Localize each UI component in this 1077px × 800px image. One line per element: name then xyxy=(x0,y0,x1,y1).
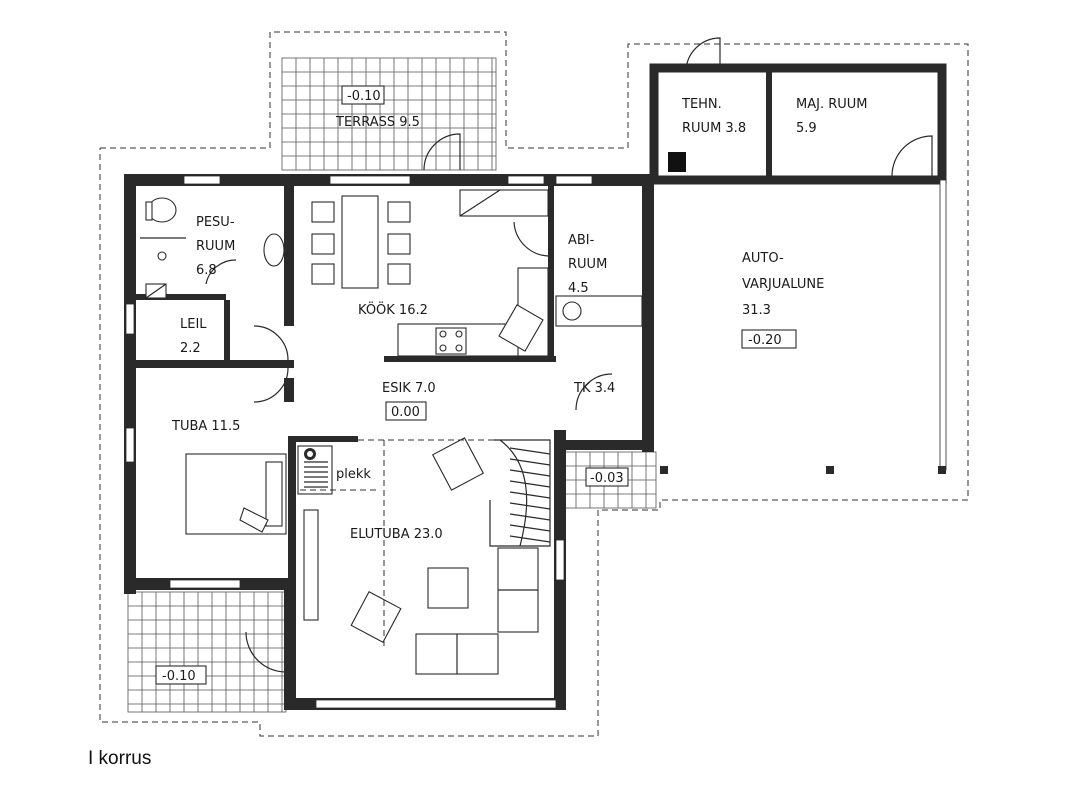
terrace-bottom-level: -0.10 xyxy=(162,669,196,684)
leil-label-2: 2.2 xyxy=(180,341,201,356)
terrace-top-level: -0.10 xyxy=(347,89,381,104)
tuba-label: TUBA 11.5 xyxy=(171,419,240,434)
floor-caption: I korrus xyxy=(88,748,152,769)
esik-level: 0.00 xyxy=(391,405,420,420)
kook-label: KÖÖK 16.2 xyxy=(358,301,428,318)
fireplace xyxy=(297,445,333,495)
tehn-label-2: RUUM 3.8 xyxy=(682,121,746,136)
interior-walls xyxy=(136,186,556,598)
utility-fixtures xyxy=(555,295,643,327)
carport-posts xyxy=(660,179,947,474)
kitchen-counter xyxy=(397,189,549,357)
pesu-label-2: RUUM xyxy=(196,239,235,254)
tehn-label-1: TEHN. xyxy=(681,97,722,112)
living-furniture xyxy=(303,437,539,675)
esik-label: ESIK 7.0 xyxy=(382,381,436,396)
abi-label-1: ABI- xyxy=(568,233,595,248)
bathroom-fixtures xyxy=(140,197,285,299)
maj-label-1: MAJ. RUUM xyxy=(796,97,868,112)
doors xyxy=(205,133,613,673)
terrace-top xyxy=(281,57,497,171)
roof-outline xyxy=(99,31,969,737)
plekk-label: plekk xyxy=(336,467,371,482)
abi-label-2: RUUM xyxy=(568,257,607,272)
auto-label-2: VARJUALUNE xyxy=(742,277,824,292)
maj-label-2: 5.9 xyxy=(796,121,817,136)
auto-level: -0.20 xyxy=(748,333,782,348)
bed xyxy=(185,453,287,535)
abi-label-3: 4.5 xyxy=(568,281,589,296)
leil-label-1: LEIL xyxy=(180,317,207,332)
exterior-walls xyxy=(124,174,654,710)
level-markers xyxy=(155,85,797,685)
pesu-label-1: PESU- xyxy=(196,215,235,230)
terrace-top-label: TERRASS 9.5 xyxy=(335,115,420,130)
guide-lines xyxy=(300,439,494,650)
staircase xyxy=(489,439,551,547)
auto-label-1: AUTO- xyxy=(742,251,784,266)
terrace-bottom xyxy=(127,591,287,713)
tk-label: TK 3.4 xyxy=(573,381,615,396)
technical-block xyxy=(649,37,947,185)
dining-table xyxy=(311,195,411,289)
auto-label-3: 31.3 xyxy=(742,303,771,318)
pesu-label-3: 6.8 xyxy=(196,263,217,278)
porch-level: -0.03 xyxy=(590,471,624,486)
elutuba-label: ELUTUBA 23.0 xyxy=(350,527,443,542)
